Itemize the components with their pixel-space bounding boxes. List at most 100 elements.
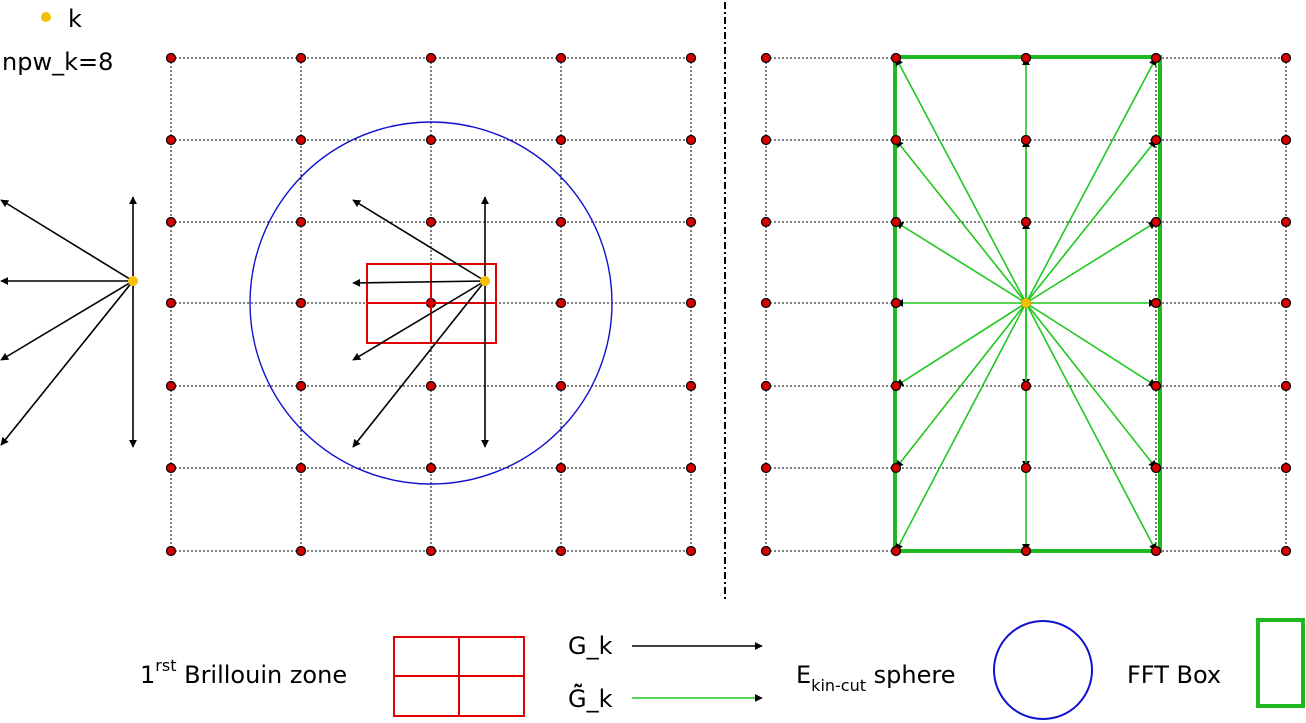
lattice-point	[760, 297, 772, 309]
bz-number: 1	[140, 661, 155, 689]
lattice-point	[295, 380, 307, 392]
lattice-point	[760, 545, 772, 557]
legend-bottom: 1rst Brillouin zone G_k G̃̃_k Ekin-cut s…	[140, 618, 1305, 720]
lattice-point	[760, 462, 772, 474]
gtilde-vector-arrow	[1025, 302, 1157, 469]
lattice-point	[165, 52, 177, 64]
lattice-point	[165, 380, 177, 392]
gtilde-vector-arrow	[1025, 302, 1157, 387]
gk-vector-arrow	[0, 280, 134, 446]
lattice-point	[425, 216, 437, 228]
lattice-point	[890, 52, 902, 64]
lattice-point	[555, 545, 567, 557]
brillouin-zone-legend-swatch	[393, 636, 525, 717]
lattice-point	[425, 380, 437, 392]
gk-vector-arrow	[352, 280, 486, 448]
lattice-point	[1150, 380, 1162, 392]
lattice-point	[295, 52, 307, 64]
lattice-point	[1020, 462, 1032, 474]
lattice-point	[1280, 462, 1292, 474]
lattice-point	[165, 462, 177, 474]
lattice-point	[425, 462, 437, 474]
lattice-point	[1150, 216, 1162, 228]
lattice-point	[1150, 545, 1162, 557]
lattice-point	[760, 216, 772, 228]
lattice-point	[165, 545, 177, 557]
ekin-subscript: kin-cut	[811, 676, 866, 695]
lattice-point	[1280, 216, 1292, 228]
npw-label: npw_k=8	[2, 48, 113, 76]
gtilde-legend-label: G̃̃_k	[568, 683, 613, 713]
gk-vector-arrow	[352, 280, 486, 361]
lattice-point	[890, 134, 902, 146]
lattice-point	[760, 52, 772, 64]
gtilde-vector-arrow	[895, 57, 1027, 304]
lattice-point	[425, 134, 437, 146]
lattice-point	[685, 462, 697, 474]
ekin-main: E	[796, 661, 811, 689]
lattice-point	[1280, 134, 1292, 146]
lattice-point	[890, 462, 902, 474]
k-point-center	[480, 276, 490, 286]
fft-box-legend-swatch	[1256, 618, 1305, 708]
lattice-point	[1150, 134, 1162, 146]
gk-vector-arrow	[0, 280, 134, 361]
bz-superscript: rst	[155, 656, 176, 675]
gk-vector-arrow	[0, 199, 134, 282]
brillouin-zone	[366, 263, 497, 344]
lattice-point	[555, 462, 567, 474]
gk-vector-arrow	[352, 199, 486, 282]
lattice-point	[1150, 297, 1162, 309]
lattice-point	[685, 297, 697, 309]
lattice-point	[685, 545, 697, 557]
lattice-point	[1150, 462, 1162, 474]
lattice-point	[295, 297, 307, 309]
ekin-text: sphere	[866, 661, 955, 689]
lattice-point	[890, 297, 902, 309]
lattice-point	[685, 52, 697, 64]
brillouin-zone-label: 1rst Brillouin zone	[140, 656, 347, 689]
left-panel	[165, 52, 697, 557]
legend-top: k npw_k=8	[2, 5, 113, 76]
lattice-point	[685, 380, 697, 392]
gtilde-vector-arrow	[1025, 57, 1157, 304]
lattice-point	[890, 545, 902, 557]
lattice-point	[425, 545, 437, 557]
lattice-point	[555, 297, 567, 309]
gtilde-vector-arrow	[895, 302, 1027, 387]
lattice-point	[555, 134, 567, 146]
ekin-sphere-label: Ekin-cut sphere	[796, 661, 955, 695]
lattice-point	[1020, 380, 1032, 392]
cutoff-sphere-legend-swatch	[993, 620, 1093, 720]
lattice-point	[1020, 545, 1032, 557]
lattice-point	[760, 134, 772, 146]
gtilde-vector-arrow	[1025, 221, 1157, 304]
gtilde-vector-arrow	[895, 302, 1027, 552]
gtilde-vector-arrow	[895, 139, 1027, 304]
lattice-point	[1150, 52, 1162, 64]
lattice-point	[295, 216, 307, 228]
lattice-point	[760, 380, 772, 392]
lattice-point	[295, 462, 307, 474]
lattice-point	[425, 52, 437, 64]
lattice-point	[295, 545, 307, 557]
lattice-point	[555, 52, 567, 64]
k-point-legend-dot	[41, 12, 51, 22]
gtilde-vector-arrow	[895, 221, 1027, 304]
gtilde-vector-arrow	[1025, 139, 1157, 304]
k-point-fft	[1021, 298, 1031, 308]
lattice-point	[890, 216, 902, 228]
left-lattice-points	[165, 52, 697, 557]
lattice-point	[685, 216, 697, 228]
lattice-point	[1020, 134, 1032, 146]
k-label: k	[68, 5, 82, 33]
lattice-point	[1280, 545, 1292, 557]
fft-box-label: FFT Box	[1127, 661, 1221, 689]
gk-vector-arrow	[352, 278, 486, 287]
lattice-point	[1280, 380, 1292, 392]
gtilde-vector-arrow	[895, 302, 1027, 469]
lattice-point	[1280, 52, 1292, 64]
lattice-point	[890, 380, 902, 392]
cutoff-sphere	[249, 121, 613, 485]
